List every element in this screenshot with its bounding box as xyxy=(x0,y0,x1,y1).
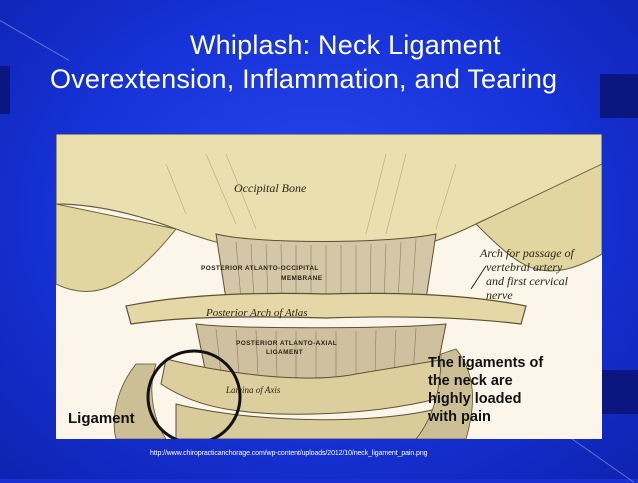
callout-line-4: with pain xyxy=(428,409,491,425)
arch-passage-label-1: Arch for passage of xyxy=(480,246,574,260)
title-line-2: Overextension, Inflammation, and Tearing xyxy=(50,64,558,94)
decorative-band xyxy=(600,74,638,118)
callout-line-3: highly loaded xyxy=(428,391,522,407)
arch-passage-label-3: and first cervical xyxy=(486,274,568,288)
highlight-circle xyxy=(146,349,242,439)
callout-line-1: The ligaments of xyxy=(428,355,544,371)
neck-ligament-illustration xyxy=(56,134,602,439)
anatomy-figure: Occipital Bone POSTERIOR ATLANTO-OCCIPIT… xyxy=(56,134,602,439)
lamina-of-axis-label: Lamina of Axis xyxy=(226,385,281,395)
atlas-arch-shape xyxy=(125,292,527,325)
atlanto-occipital-label: POSTERIOR ATLANTO-OCCIPITAL xyxy=(201,265,319,272)
title-line-1: Whiplash: Neck Ligament xyxy=(190,30,501,60)
decorative-band xyxy=(602,370,638,414)
source-url[interactable]: http://www.chiropracticanchorage.com/wp-… xyxy=(150,450,428,457)
arch-passage-label-2: vertebral artery xyxy=(486,260,563,274)
slide-title: Whiplash: Neck Ligament Overextension, I… xyxy=(50,28,610,96)
arch-passage-label-4: nerve xyxy=(486,288,513,302)
ligament-small-label: LIGAMENT xyxy=(266,349,304,356)
callout-line-2: the neck are xyxy=(428,373,513,389)
occipital-bone-label: Occipital Bone xyxy=(234,181,307,195)
membrane-label: MEMBRANE xyxy=(281,275,323,282)
atlanto-axial-label: POSTERIOR ATLANTO-AXIAL xyxy=(236,340,338,347)
atlas-arch-label: Posterior Arch of Atlas xyxy=(206,307,308,319)
ligament-label: Ligament xyxy=(68,410,135,427)
decorative-band xyxy=(0,66,10,114)
